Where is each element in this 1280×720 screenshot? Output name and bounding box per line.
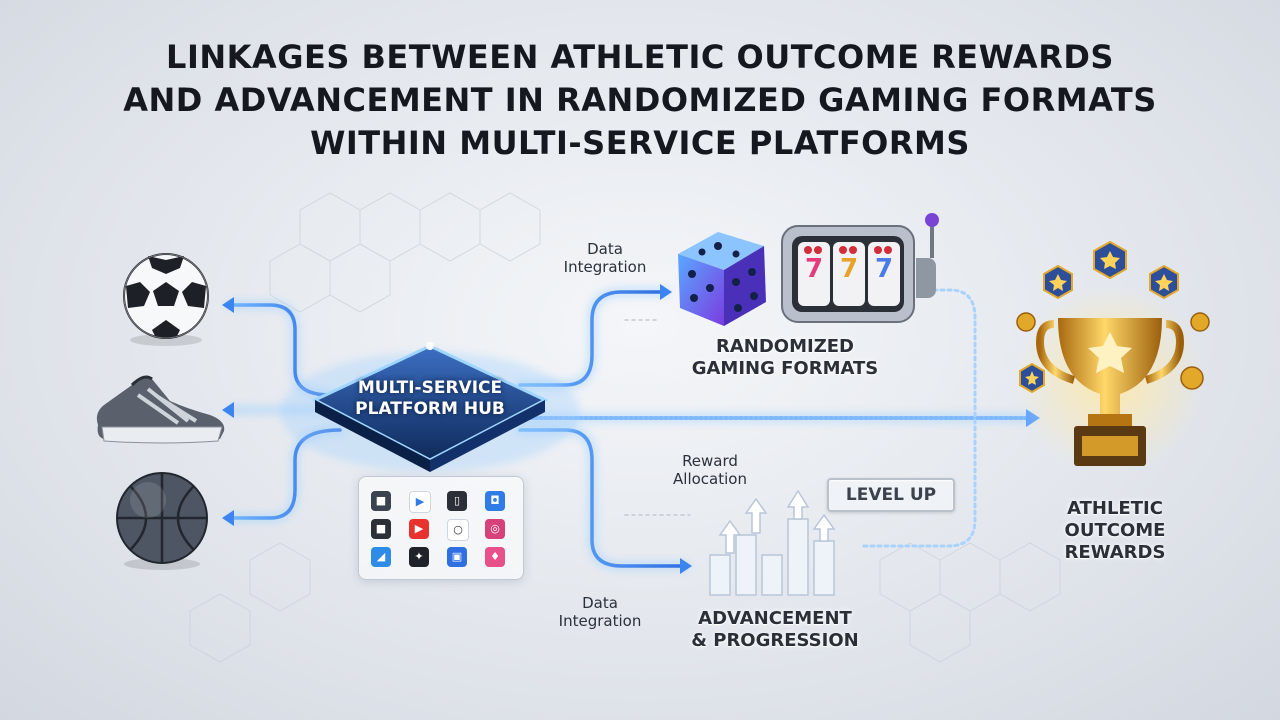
flow-gaming-loop <box>858 288 977 548</box>
platform-hub-node <box>280 342 580 472</box>
title-line-2: AND ADVANCEMENT IN RANDOMIZED GAMING FOR… <box>123 81 1157 119</box>
running-shoe-icon <box>96 375 225 444</box>
diagram-title: LINKAGES BETWEEN ATHLETIC OUTCOME REWARD… <box>0 36 1280 165</box>
soccer-ball-icon <box>123 253 209 346</box>
advancement-chart-icon <box>709 489 836 596</box>
video-app-icon: ▶ <box>409 519 429 539</box>
edge-label-data-integration-bottom: Data Integration <box>558 594 642 630</box>
app-services-grid: ■ ▶ ▯ ◘ ■ ▶ ○ ◎ ◢ ✦ ▣ ♦ <box>358 476 524 580</box>
gamepad-app-icon: ■ <box>371 491 391 511</box>
gaming-formats-label: RANDOMIZED GAMING FORMATS <box>691 336 879 379</box>
title-line-3: WITHIN MULTI-SERVICE PLATFORMS <box>310 124 970 162</box>
slot-reel-1: 7 <box>804 254 824 284</box>
media-app-icon: ▣ <box>447 547 467 567</box>
slot-reel-3: 7 <box>874 254 894 284</box>
ring-app-icon: ○ <box>447 519 469 541</box>
star-badge-icons <box>1016 240 1210 394</box>
flow-hub-to-advancement <box>518 428 687 568</box>
advancement-label: ADVANCEMENT & PROGRESSION <box>691 608 859 651</box>
dark-app-icon: ✦ <box>409 547 429 567</box>
sports-app-icon: ◢ <box>371 547 391 567</box>
chat-app-icon: ◘ <box>485 491 505 511</box>
phone-app-icon: ▯ <box>447 491 467 511</box>
flow-hub-to-gaming <box>518 290 667 387</box>
camera-app-icon: ◎ <box>485 519 505 539</box>
hex-grid-background <box>189 192 1061 663</box>
slot-machine-icon <box>781 213 939 323</box>
controller-app-icon: ■ <box>371 519 391 539</box>
hub-label: MULTI-SERVICE PLATFORM HUB <box>355 378 505 419</box>
edge-label-data-integration-top: Data Integration <box>563 240 647 276</box>
dice-icon <box>678 232 766 326</box>
slot-reel-2: 7 <box>839 254 859 284</box>
trophy-icon <box>1015 285 1205 475</box>
edge-label-reward-allocation: Reward Allocation <box>673 452 747 488</box>
play-store-app-icon: ▶ <box>409 491 431 513</box>
level-up-badge: LEVEL UP <box>827 478 955 512</box>
title-line-1: LINKAGES BETWEEN ATHLETIC OUTCOME REWARD… <box>166 38 1114 76</box>
athletic-rewards-label: ATHLETIC OUTCOME REWARDS <box>1064 498 1166 563</box>
social-app-icon: ♦ <box>485 547 505 567</box>
basketball-icon <box>116 472 208 570</box>
